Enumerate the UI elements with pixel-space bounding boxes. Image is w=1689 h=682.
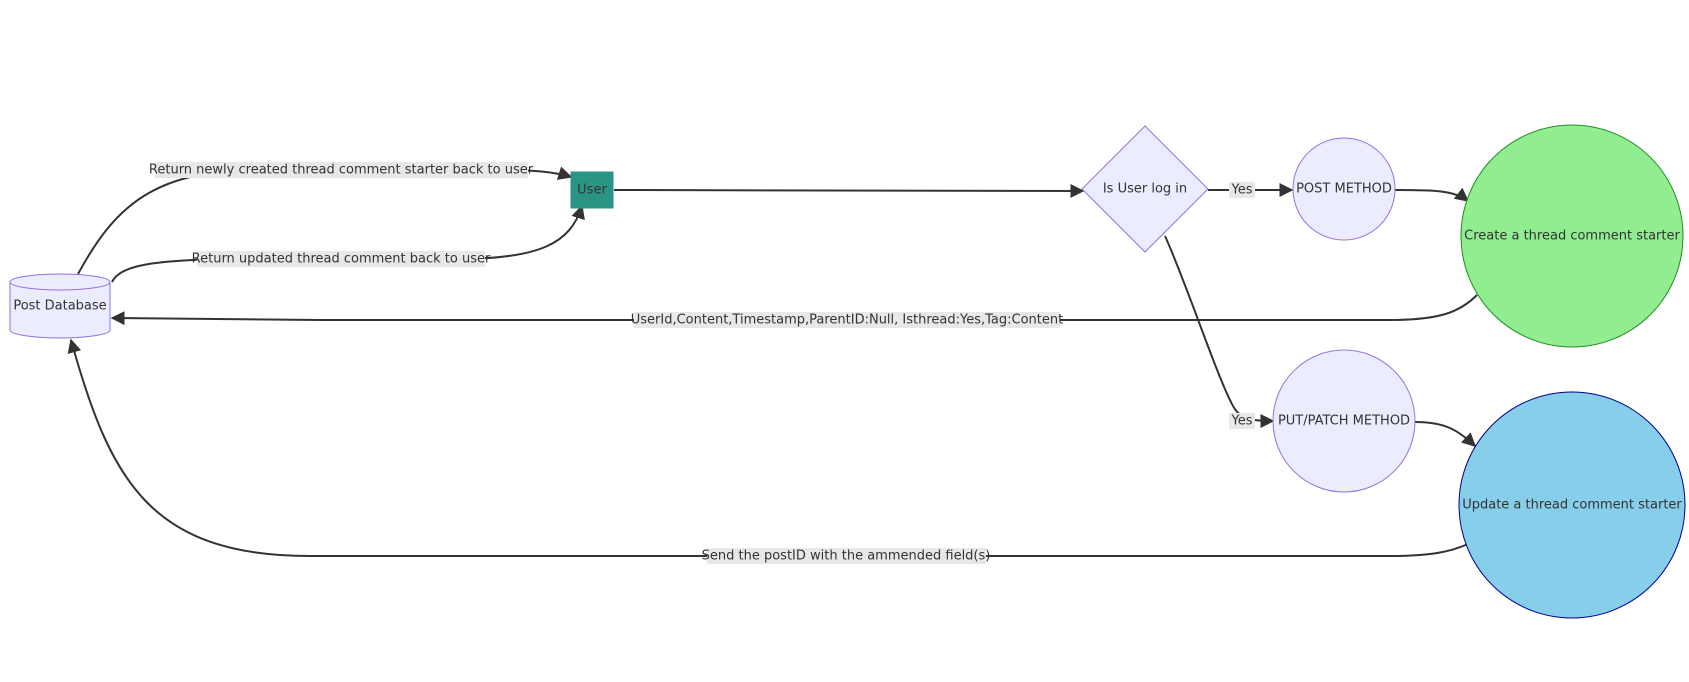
post-database-label: Post Database: [13, 299, 106, 314]
edge-update-to-database: [67, 338, 1469, 557]
update-thread-node: Update a thread comment starter: [1458, 391, 1686, 619]
edge-user-to-login: [613, 183, 1085, 198]
edge-login-to-put: [1164, 235, 1275, 428]
create-thread-node: Create a thread comment starter: [1460, 124, 1684, 348]
post-method-node: POST METHOD: [1292, 137, 1396, 241]
edge-create-to-database: [110, 294, 1478, 326]
edge-post-to-create: [1394, 187, 1470, 202]
svg-text:Return newly created thread co: Return newly created thread comment star…: [149, 163, 534, 178]
edge-database-to-user-updated: [111, 204, 585, 283]
svg-text:UserId,Content,Timestamp,Paren: UserId,Content,Timestamp,ParentID:Null, …: [631, 313, 1063, 328]
edge-label-create-payload: UserId,Content,Timestamp,ParentID:Null, …: [631, 312, 1063, 328]
edge-put-to-update: [1414, 421, 1477, 447]
svg-text:Send the postID with the ammen: Send the postID with the ammended field(…: [702, 549, 991, 564]
user-label: User: [577, 183, 607, 198]
put-patch-method-label: PUT/PATCH METHOD: [1278, 414, 1410, 429]
is-user-log-in-label: Is User log in: [1103, 182, 1187, 197]
edge-label-update-payload: Send the postID with the ammended field(…: [702, 548, 991, 564]
edge-label-return-new: Return newly created thread comment star…: [149, 162, 534, 178]
svg-text:Yes: Yes: [1231, 183, 1253, 198]
post-method-label: POST METHOD: [1296, 182, 1392, 197]
update-thread-label: Update a thread comment starter: [1462, 498, 1682, 513]
post-database-node: Post Database: [9, 273, 111, 339]
edge-label-yes-put: Yes: [1229, 413, 1255, 429]
edge-label-return-updated: Return updated thread comment back to us…: [192, 251, 491, 267]
create-thread-label: Create a thread comment starter: [1464, 229, 1680, 244]
svg-text:Yes: Yes: [1231, 414, 1253, 429]
is-user-log-in-node: Is User log in: [1081, 125, 1209, 253]
svg-text:Return updated thread comment: Return updated thread comment back to us…: [192, 252, 491, 267]
edge-label-yes-post: Yes: [1229, 182, 1255, 198]
put-patch-method-node: PUT/PATCH METHOD: [1272, 349, 1416, 493]
user-node: User: [570, 171, 614, 209]
